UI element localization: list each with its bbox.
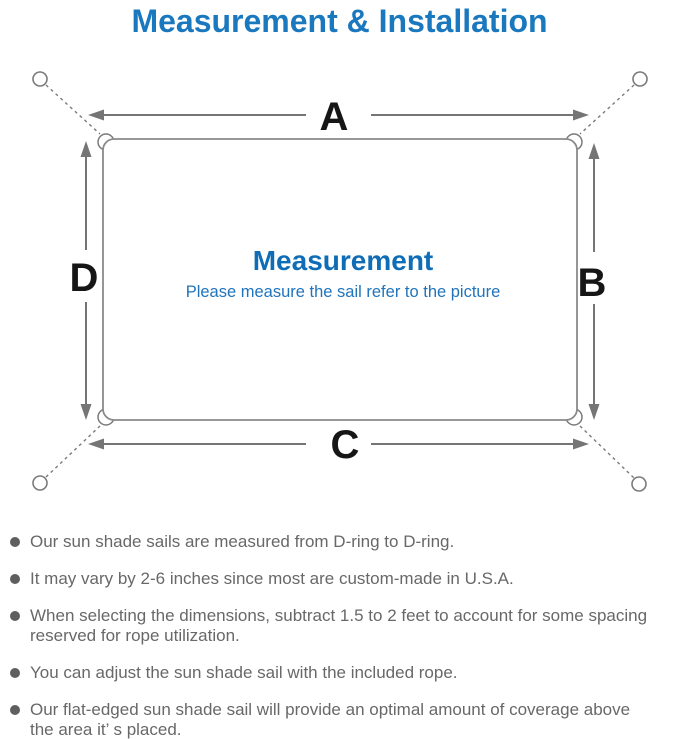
bullet-icon <box>10 574 20 584</box>
bullet-icon <box>10 611 20 621</box>
bullet-icon <box>10 705 20 715</box>
tie-rope-top-left <box>45 84 101 135</box>
diagram-center-subtitle: Please measure the sail refer to the pic… <box>186 283 501 301</box>
dimension-arrow-b <box>588 143 600 420</box>
list-item: When selecting the dimensions, subtract … <box>10 606 675 646</box>
list-item: You can adjust the sun shade sail with t… <box>10 663 675 683</box>
bullet-text: When selecting the dimensions, subtract … <box>30 606 648 645</box>
tie-rope-lines <box>45 84 635 479</box>
dimension-arrow-a <box>88 109 589 121</box>
dimension-label-c: C <box>331 423 360 467</box>
dimension-label-a: A <box>320 95 349 139</box>
sail-outline <box>102 138 578 421</box>
anchor-ring-icon <box>32 475 48 491</box>
dimension-label-d: D <box>70 256 99 300</box>
tie-rope-top-right <box>579 84 635 135</box>
bullet-icon <box>10 668 20 678</box>
bullet-text: You can adjust the sun shade sail with t… <box>30 663 458 682</box>
list-item: It may vary by 2-6 inches since most are… <box>10 569 675 589</box>
page-title: Measurement & Installation <box>131 3 548 39</box>
anchor-ring-icons <box>32 71 648 492</box>
measurement-diagram: A B C D Measurement Please measure the s… <box>32 71 648 492</box>
anchor-ring-icon <box>632 71 648 87</box>
bullet-text: It may vary by 2-6 inches since most are… <box>30 569 514 588</box>
tie-rope-bottom-left <box>45 425 101 478</box>
list-item: Our flat-edged sun shade sail will provi… <box>10 700 675 739</box>
anchor-ring-icon <box>631 476 647 492</box>
notes-list: Our sun shade sails are measured from D-… <box>10 532 675 739</box>
bullet-icon <box>10 537 20 547</box>
anchor-ring-icon <box>32 71 48 87</box>
bullet-text: Our sun shade sails are measured from D-… <box>30 532 455 551</box>
bullet-text: Our flat-edged sun shade sail will provi… <box>30 700 631 739</box>
tie-rope-bottom-right <box>579 425 635 479</box>
list-item: Our sun shade sails are measured from D-… <box>10 532 675 552</box>
dimension-label-b: B <box>578 261 607 305</box>
diagram-center-title: Measurement <box>253 245 434 276</box>
dimension-arrow-d <box>80 141 92 420</box>
dimension-arrow-c <box>88 438 589 450</box>
